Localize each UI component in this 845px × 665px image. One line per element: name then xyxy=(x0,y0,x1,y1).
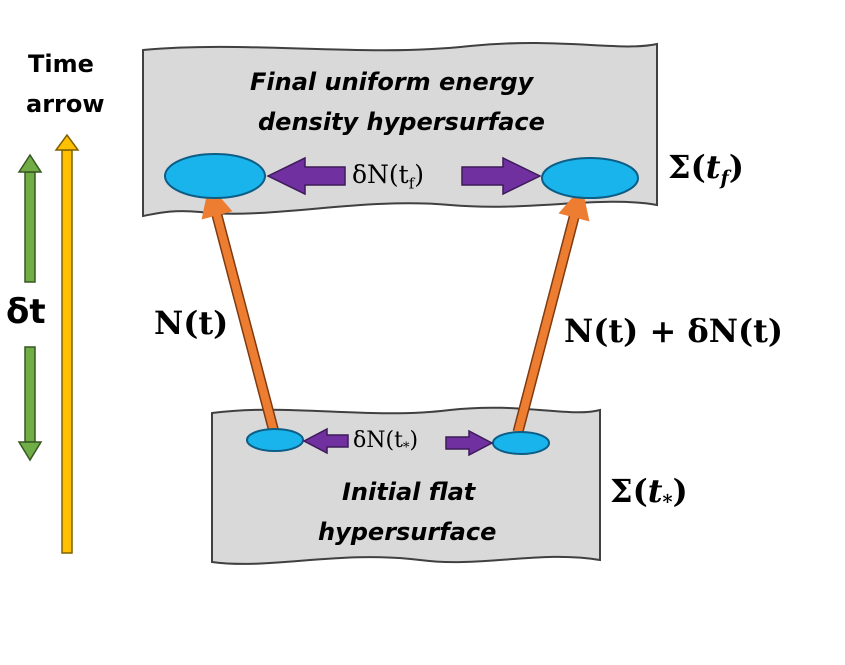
initial-region-right xyxy=(492,431,550,455)
delta-t-arrow xyxy=(17,153,43,462)
path-left-arrow xyxy=(201,184,280,434)
initial-surface-title-line2: hypersurface xyxy=(318,518,497,546)
initial-sigma-label: Σ(t*) xyxy=(610,472,688,514)
initial-separation-left-arrow xyxy=(302,427,349,455)
final-separation-left-arrow xyxy=(266,156,346,196)
final-surface-title-line1: Final uniform energy xyxy=(250,68,534,96)
initial-delta-n-label: δN(t*) xyxy=(353,428,419,456)
final-surface-title-line2: density hypersurface xyxy=(258,108,545,136)
final-region-left xyxy=(164,153,266,199)
initial-region-left xyxy=(246,428,304,452)
time-arrow-label-line2: arrow xyxy=(26,90,105,118)
initial-separation-right-arrow xyxy=(445,429,494,457)
delta-t-label: δt xyxy=(6,292,46,332)
path-right-label: N(t) + δN(t) xyxy=(564,312,784,350)
path-right-arrow xyxy=(512,186,590,434)
time-arrow-label-line1: Time xyxy=(28,50,94,78)
final-region-right xyxy=(541,157,639,199)
time-arrow xyxy=(54,133,80,554)
final-sigma-label: Σ(tf) xyxy=(668,148,744,190)
initial-surface-title-line1: Initial flat xyxy=(342,478,476,506)
final-separation-right-arrow xyxy=(461,156,542,196)
path-left-label: N(t) xyxy=(154,304,229,342)
final-delta-n-label: δN(tf) xyxy=(352,160,425,193)
